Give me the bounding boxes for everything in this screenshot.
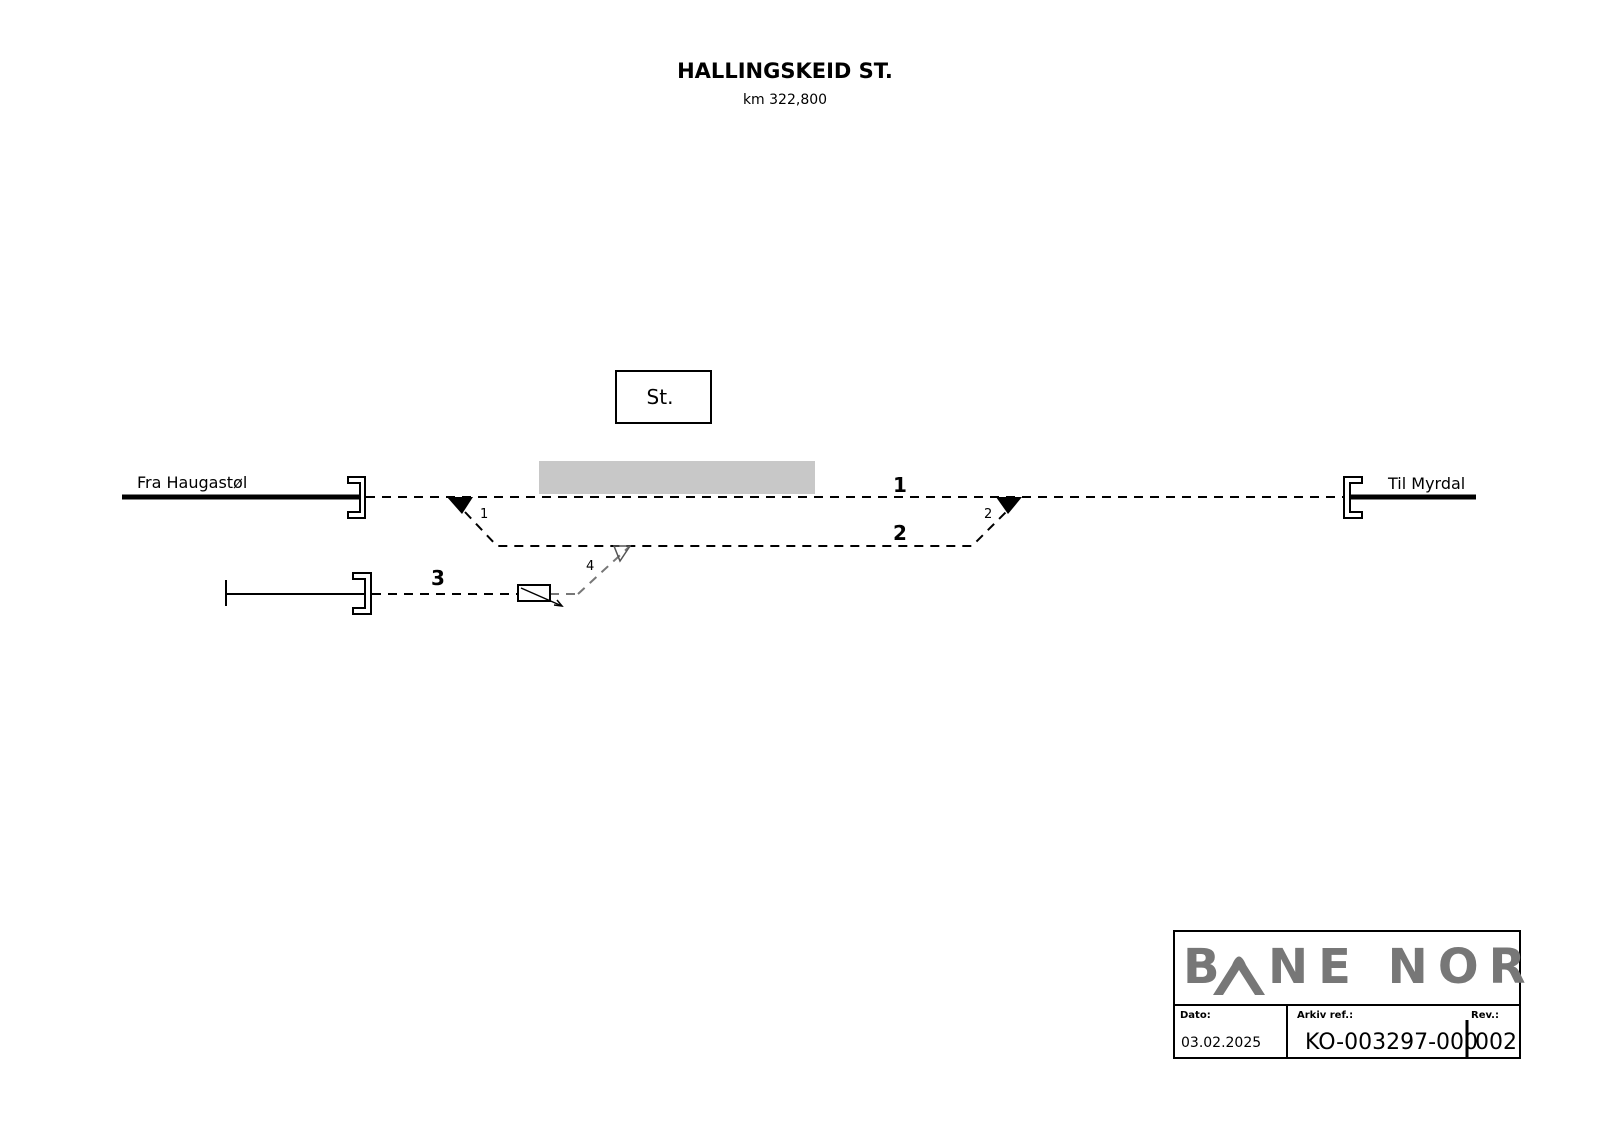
station-building-label: St. xyxy=(647,385,674,409)
track-2-label: 2 xyxy=(893,521,907,545)
logo-b: B xyxy=(1183,939,1220,995)
logo-rest: NE NOR xyxy=(1268,939,1536,995)
date-label: Dato: xyxy=(1180,1010,1211,1021)
station-building: St. xyxy=(615,370,712,424)
rev-value: 002 xyxy=(1475,1030,1517,1055)
rev-label: Rev.: xyxy=(1471,1010,1499,1021)
switch-4-marker xyxy=(612,545,632,563)
logo-a-tunnel xyxy=(1213,956,1265,995)
bane-nor-logo: B NE NOR xyxy=(1183,939,1536,995)
boundary-marker-track-3 xyxy=(352,572,372,615)
diagram-title: HALLINGSKEID ST. xyxy=(677,59,893,83)
right-direction-label: Til Myrdal xyxy=(1387,474,1465,493)
track-1-label: 1 xyxy=(893,473,907,497)
platform xyxy=(539,461,815,494)
boundary-marker-left xyxy=(347,476,366,519)
switch-2-marker xyxy=(996,497,1022,514)
archive-label: Arkiv ref.: xyxy=(1297,1010,1353,1021)
track-2 xyxy=(464,511,1007,547)
derailer-icon xyxy=(517,584,564,607)
boundary-marker-right xyxy=(1343,476,1363,519)
left-direction-label: Fra Haugastøl xyxy=(137,473,247,492)
title-block: B NE NOR Dato: 03.02.2025 Arkiv ref.: KO… xyxy=(1173,930,1536,1059)
switch-4-branch xyxy=(577,545,631,595)
diagram-subtitle: km 322,800 xyxy=(743,92,827,108)
archive-value: KO-003297-000 xyxy=(1305,1030,1478,1055)
switch-1-label: 1 xyxy=(480,507,488,522)
switch-4-label: 4 xyxy=(586,559,594,574)
date-value: 03.02.2025 xyxy=(1181,1035,1261,1051)
switch-2-label: 2 xyxy=(984,507,992,522)
track-3-label: 3 xyxy=(431,566,445,590)
switch-1-marker xyxy=(447,497,473,514)
